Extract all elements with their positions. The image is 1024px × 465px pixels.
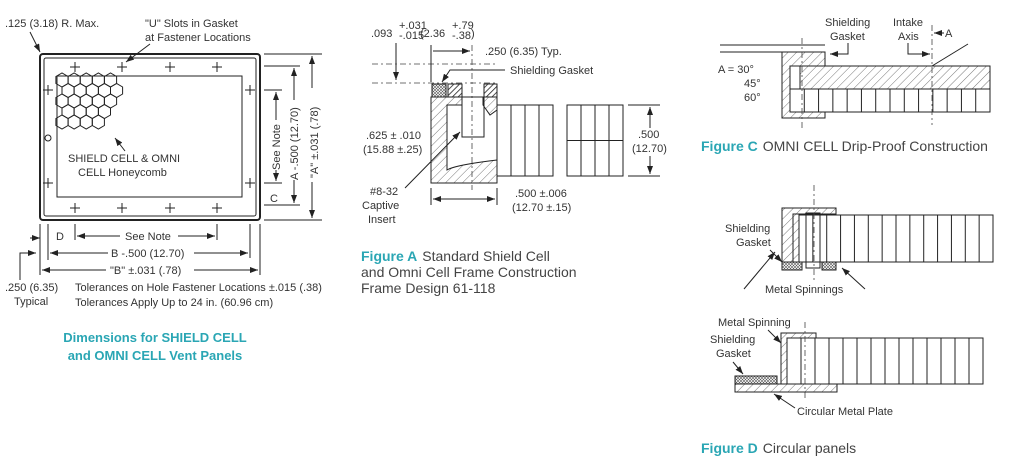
cell-height-mm: (12.70) (632, 143, 667, 155)
insert-label: #8-32 (370, 186, 398, 198)
shielding-gasket-label: Shielding Gasket (510, 65, 593, 77)
metal-spinnings-label: Metal Spinnings (765, 284, 844, 296)
gasket-label-2: Gasket (830, 31, 865, 43)
mm-tolerance-plus: +.79 (452, 20, 474, 32)
intake-axis-label-2: Axis (898, 31, 919, 43)
vent-panel-dimension-drawing: .125 (3.18) R. Max. "U" Slots in Gasket … (5, 18, 322, 363)
angle-value: 45° (744, 78, 761, 90)
tolerance-note-1: Tolerances on Hole Fastener Locations ±.… (75, 282, 322, 294)
paren: ) (471, 28, 475, 40)
gasket-label: Shielding (725, 223, 770, 235)
frame-height-dim: .625 ± .010 (366, 130, 421, 142)
dimension-a-tolerance: "A" ±.031 (.78) (309, 107, 321, 178)
circular-metal-plate (734, 383, 838, 393)
typical-dimension: .250 (6.35) (5, 282, 58, 294)
figure-a-frame-construction: .093 +.031 -.015 (2.36 +.79 -.38 ) .250 … (361, 20, 667, 296)
fastener-cross-icon (43, 85, 53, 95)
dimension-b-minus: B -.500 (12.70) (111, 248, 184, 260)
honeycomb-label-2: CELL Honeycomb (78, 167, 167, 179)
dimension-a-minus: A -.500 (12.70) (289, 107, 301, 180)
figure-d-circular-panels: Shielding Gasket Metal Spinnings Metal S… (701, 185, 994, 456)
fastener-cross-icon (165, 62, 175, 72)
gasket-label-2: Gasket (736, 237, 771, 249)
frame-height-mm: (15.88 ±.25) (363, 144, 422, 156)
angle-value: A = 30° (718, 64, 754, 76)
honeycomb-label: SHIELD CELL & OMNI (68, 153, 180, 165)
fastener-locations (43, 62, 255, 213)
captive-insert (461, 96, 485, 138)
gasket-thickness-dim: .093 (371, 28, 392, 40)
honeycomb-pattern (55, 72, 124, 130)
circular-plate-label: Circular Metal Plate (797, 406, 893, 418)
target-mark-icon (44, 134, 52, 142)
see-note-horizontal: See Note (125, 231, 171, 243)
fastener-cross-icon (165, 203, 175, 213)
figure-a-caption-2: and Omni Cell Frame Construction (361, 264, 577, 280)
fastener-cross-icon (212, 203, 222, 213)
fastener-cross-icon (245, 85, 255, 95)
cell-height-dim: .500 (638, 129, 659, 141)
panel-inner-opening (56, 75, 243, 198)
fastener-cross-icon (43, 178, 53, 188)
tolerance-note-2: Tolerances Apply Up to 24 in. (60.96 cm) (75, 297, 273, 309)
honeycomb-cell (55, 114, 69, 130)
dimension-b-tolerance: "B" ±.031 (.78) (110, 265, 181, 277)
gasket-label: Shielding (710, 334, 755, 346)
tolerance-plus: +.031 (399, 20, 427, 32)
mm-tolerance-minus: -.38 (452, 30, 471, 42)
dimension-d: D (56, 231, 64, 243)
fastener-cross-icon (70, 203, 80, 213)
see-note-vertical: See Note (271, 124, 283, 170)
u-slots-label-2: at Fastener Locations (145, 32, 251, 44)
metal-spinning-label: Metal Spinning (718, 317, 791, 329)
angle-value: 60° (744, 92, 761, 104)
frame-width-mm: (12.70 ±.15) (512, 202, 571, 214)
tolerance-minus: -.015 (399, 30, 424, 42)
figure-c-drip-proof: Shielding Gasket Intake Axis A A = 30° 4… (701, 17, 991, 154)
panel-caption: Dimensions for SHIELD CELL (63, 330, 247, 345)
honeycomb-cell (79, 114, 93, 130)
honeycomb-cell (91, 114, 105, 130)
typical-label: Typical (14, 296, 48, 308)
fastener-cross-icon (117, 203, 127, 213)
fastener-cross-icon (117, 62, 127, 72)
honeycomb-cell (67, 114, 81, 130)
insert-label-3: Insert (368, 214, 396, 226)
fastener-cross-icon (70, 62, 80, 72)
typical-spacing-dim: .250 (6.35) Typ. (485, 46, 562, 58)
u-slots-label: "U" Slots in Gasket (145, 18, 238, 30)
figure-a-caption-3: Frame Design 61-118 (361, 280, 496, 296)
fastener-cross-icon (245, 178, 255, 188)
gasket-thickness-mm: (2.36 (420, 28, 445, 40)
angle-a-label: A (945, 28, 953, 40)
gasket-label-2: Gasket (716, 348, 751, 360)
gasket-label: Shielding (825, 17, 870, 29)
frame-width-dim: .500 ±.006 (515, 188, 567, 200)
insert-label-2: Captive (362, 200, 399, 212)
radius-note: .125 (3.18) R. Max. (5, 18, 99, 30)
panel-outer-frame (39, 53, 261, 221)
dimension-c: C (270, 193, 278, 205)
panel-caption-2: and OMNI CELL Vent Panels (68, 348, 243, 363)
intake-axis-label: Intake (893, 17, 923, 29)
fastener-cross-icon (212, 62, 222, 72)
